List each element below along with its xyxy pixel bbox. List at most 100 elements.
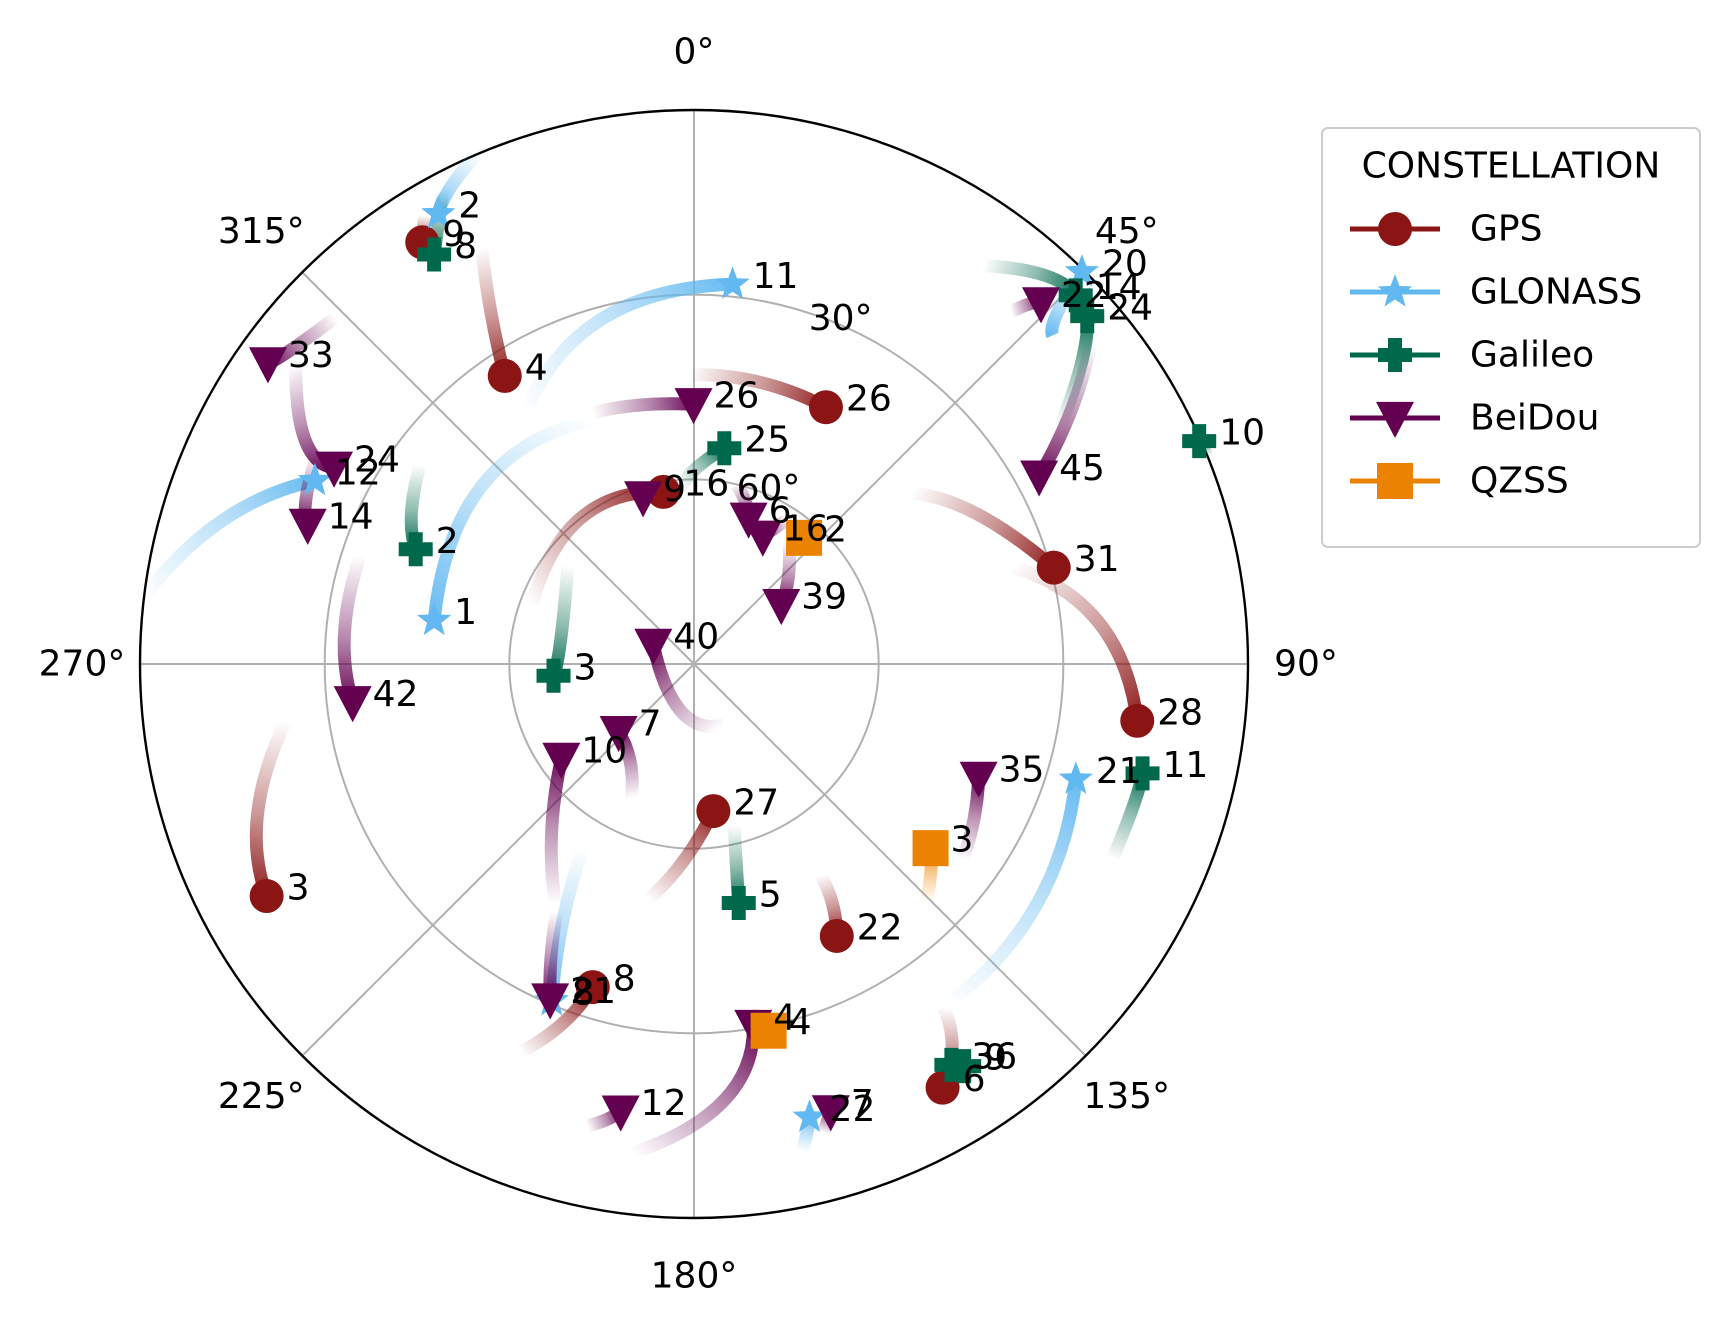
beidou-marker-7 (811, 1095, 850, 1132)
galileo-prn-label-25: 25 (744, 420, 790, 461)
legend-label-galileo: Galileo (1470, 335, 1594, 376)
beidou-prn-label-42: 42 (373, 674, 419, 715)
legend-label-gps: GPS (1470, 209, 1542, 250)
beidou-marker-14 (288, 508, 327, 545)
azimuth-gridline-135 (693, 663, 1087, 1057)
beidou-marker-35 (959, 761, 998, 798)
beidou-marker-22 (1022, 287, 1061, 324)
qzss-prn-label-4: 4 (789, 1002, 812, 1043)
gps-prn-label-6: 6 (963, 1059, 986, 1100)
azimuth-tick-label: 0° (674, 32, 715, 73)
glonass-prn-label-2: 2 (458, 185, 481, 226)
galileo-marker-9 (947, 1049, 982, 1084)
glonass-marker-22 (792, 1099, 827, 1132)
beidou-prn-label-39: 39 (801, 577, 847, 618)
galileo-marker-11 (1125, 756, 1160, 791)
satellite-markers (248, 195, 1217, 1132)
gps-prn-label-4: 4 (525, 347, 548, 388)
beidou-marker-7 (599, 715, 638, 753)
glonass-track-1 (427, 414, 592, 622)
galileo-marker-2 (398, 532, 433, 567)
beidou-prn-label-14: 14 (328, 496, 374, 537)
galileo-prn-label-10: 10 (1219, 413, 1265, 454)
galileo-prn-label-9: 9 (984, 1038, 1007, 1079)
satellite-labels: 9416263128327822621112120218228252314241… (287, 185, 1265, 1129)
galileo-prn-label-3: 3 (574, 647, 597, 688)
glonass-track-11 (519, 277, 733, 417)
galileo-marker-25 (707, 431, 742, 466)
gps-prn-label-31: 31 (1074, 539, 1120, 580)
galileo-prn-label-36: 36 (971, 1036, 1017, 1077)
galileo-prn-label-5: 5 (759, 874, 782, 915)
azimuth-tick-label: 135° (1083, 1076, 1170, 1117)
gps-track-4 (475, 246, 512, 378)
beidou-marker-24 (315, 451, 354, 488)
beidou-prn-label-40: 40 (673, 616, 719, 657)
legend-marker-beidou (1376, 401, 1414, 438)
beidou-track-40 (646, 643, 726, 733)
glonass-marker-2 (421, 195, 456, 229)
beidou-prn-label-16: 16 (783, 508, 829, 549)
beidou-prn-label-12: 12 (641, 1083, 687, 1124)
glonass-track-21 (945, 778, 1083, 1009)
outer-horizon-circle (138, 108, 1250, 1220)
beidou-marker-39 (762, 588, 801, 626)
azimuth-tick-label: 315° (218, 211, 305, 252)
gps-marker-27 (696, 794, 731, 829)
gps-track-31 (911, 486, 1058, 573)
beidou-marker-21 (531, 983, 570, 1020)
gps-marker-22 (819, 918, 854, 953)
glonass-marker-21 (1058, 761, 1093, 794)
gps-marker-4 (487, 358, 522, 393)
gps-prn-label-27: 27 (733, 783, 779, 824)
glonass-marker-11 (715, 266, 750, 299)
beidou-marker-45 (1020, 460, 1059, 497)
gps-prn-label-28: 28 (1157, 692, 1203, 733)
gps-prn-label-26: 26 (846, 379, 892, 420)
qzss-prn-label-3: 3 (951, 820, 974, 861)
gps-prn-label-9: 9 (442, 214, 465, 255)
beidou-prn-label-21: 21 (570, 971, 616, 1012)
legend-marker-glonass (1377, 274, 1413, 307)
galileo-marker-24 (1070, 299, 1105, 334)
glonass-prn-label-1: 1 (454, 592, 477, 633)
beidou-prn-label-10: 10 (581, 730, 627, 771)
legend-marker-galileo (1378, 338, 1412, 372)
beidou-prn-label-33: 33 (288, 335, 334, 376)
galileo-prn-label-2: 2 (436, 521, 459, 562)
glonass-prn-label-8: 8 (572, 972, 595, 1013)
qzss-prn-label-2: 2 (824, 509, 847, 550)
gps-prn-label-8: 8 (613, 959, 636, 1000)
glonass-prn-label-21: 21 (1096, 751, 1142, 792)
elevation-ring-label: 30° (809, 298, 873, 339)
gps-marker-31 (1036, 550, 1071, 585)
beidou-track-26 (590, 397, 694, 420)
azimuth-tick-label: 225° (218, 1076, 305, 1117)
polar-grid: 0°45°90°135°180°225°270°315°30°60° (39, 32, 1338, 1297)
glonass-prn-label-12: 12 (335, 452, 381, 493)
beidou-prn-label-7: 7 (639, 704, 662, 745)
beidou-prn-label-26: 26 (714, 376, 760, 417)
legend-label-glonass: GLONASS (1470, 272, 1642, 313)
legend-label-beidou: BeiDou (1470, 398, 1599, 439)
galileo-marker-14 (1058, 278, 1093, 313)
beidou-prn-label-7: 7 (851, 1083, 874, 1124)
gps-track-28 (1010, 560, 1144, 722)
beidou-marker-26 (674, 388, 713, 425)
glonass-prn-label-20: 20 (1102, 243, 1148, 284)
beidou-prn-label-35: 35 (999, 749, 1045, 790)
gps-prn-label-16: 16 (683, 463, 729, 504)
qzss-marker-3 (912, 830, 949, 867)
galileo-marker-5 (721, 885, 756, 920)
beidou-prn-label-22: 22 (1061, 275, 1107, 316)
galileo-prn-label-8: 8 (454, 226, 477, 267)
azimuth-tick-label: 45° (1095, 211, 1159, 252)
beidou-marker-33 (248, 347, 287, 384)
azimuth-tick-label: 270° (39, 644, 126, 685)
azimuth-tick-label: 180° (651, 1256, 738, 1297)
beidou-prn-label-6: 6 (769, 490, 792, 531)
glonass-marker-1 (417, 602, 452, 636)
beidou-prn-label-24: 24 (354, 439, 400, 480)
